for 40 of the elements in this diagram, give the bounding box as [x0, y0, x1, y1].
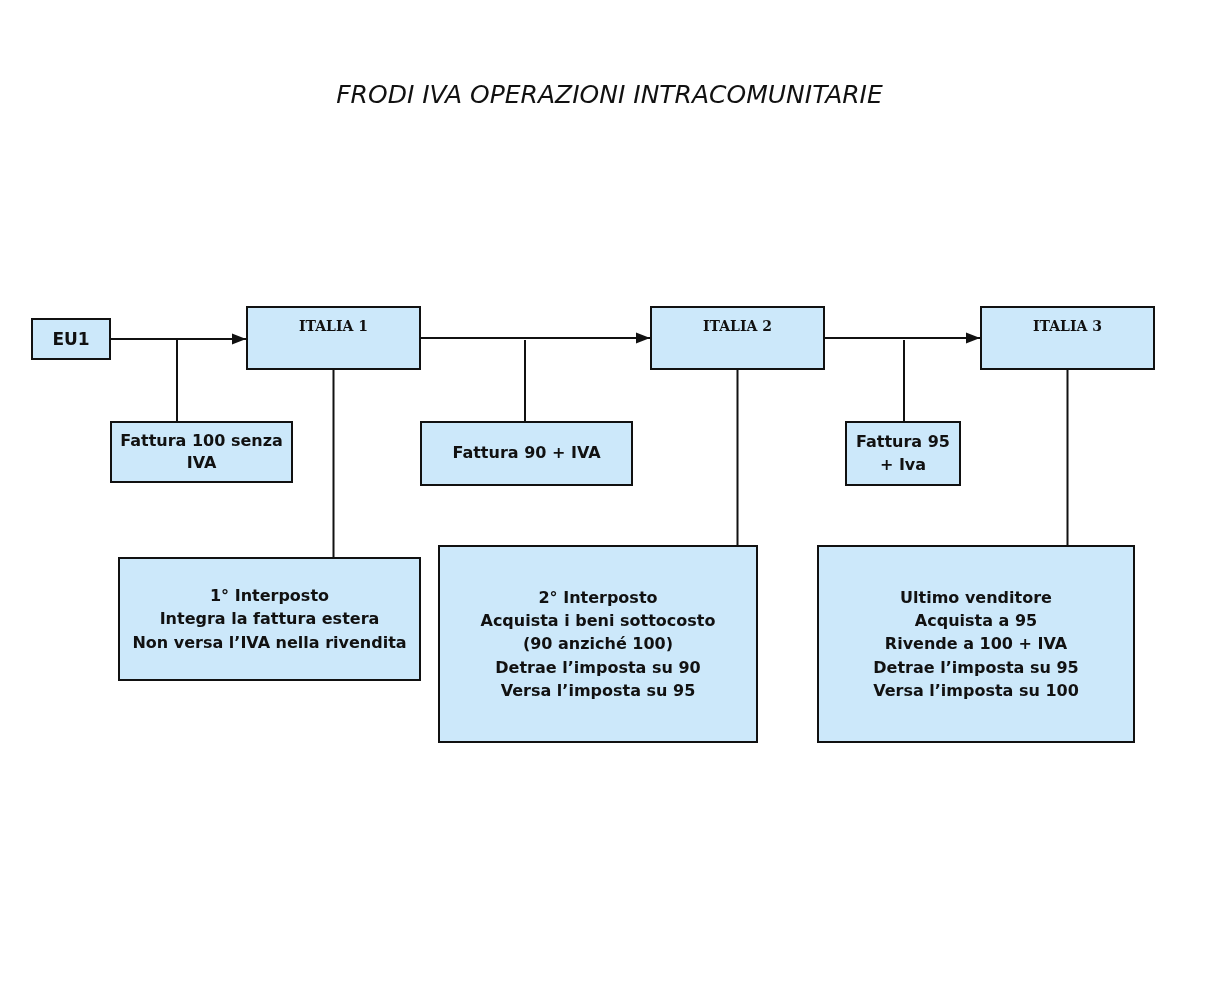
- box-text: Versa l’imposta su 95: [500, 679, 696, 702]
- leader-line: [903, 339, 905, 422]
- arrow: [824, 332, 981, 344]
- leader-line: [176, 339, 178, 422]
- box-heading: 2° Interposto: [538, 587, 658, 610]
- process-box: [980, 306, 1155, 370]
- box-text: ITALIA 1: [299, 318, 368, 334]
- process-box: [438, 545, 758, 743]
- box-heading: 1° Interposto: [209, 585, 329, 608]
- process-box: [420, 421, 633, 486]
- box-text: Fattura 100 senza IVA: [119, 429, 284, 474]
- box-text: (90 anziché 100): [522, 633, 674, 656]
- process-box: [817, 545, 1135, 743]
- box-text: Detrae l’imposta su 95: [873, 656, 1079, 679]
- process-box: [845, 421, 961, 486]
- connector-line: [736, 369, 739, 546]
- diagram-title: FRODI IVA OPERAZIONI INTRACOMUNITARIE: [335, 80, 884, 109]
- process-box: [31, 318, 111, 360]
- box-text: ITALIA 2: [703, 318, 772, 334]
- process-box: [246, 306, 421, 370]
- box-text: Non versa l’IVA nella rivendita: [132, 631, 407, 654]
- box-text: Fattura 95 + Iva: [855, 431, 951, 476]
- box-text: Versa l’imposta su 100: [873, 679, 1079, 702]
- leader-line: [524, 339, 526, 422]
- connector-line: [332, 369, 335, 558]
- box-text: Acquista i beni sottocosto: [480, 610, 716, 633]
- arrow: [420, 332, 651, 344]
- connector-line: [1066, 369, 1069, 546]
- box-text: EU1: [52, 329, 90, 349]
- box-text: Acquista a 95: [914, 610, 1038, 633]
- box-text: Detrae l’imposta su 90: [495, 656, 701, 679]
- box-text: Fattura 90 + IVA: [452, 442, 601, 465]
- box-heading: Ultimo venditore: [900, 587, 1052, 610]
- box-text: Integra la fattura estera: [159, 608, 380, 631]
- process-box: [118, 557, 421, 681]
- box-text: Rivende a 100 + IVA: [884, 633, 1068, 656]
- box-text: ITALIA 3: [1033, 318, 1102, 334]
- process-box: [110, 421, 293, 483]
- arrow: [110, 333, 247, 345]
- process-box: [650, 306, 825, 370]
